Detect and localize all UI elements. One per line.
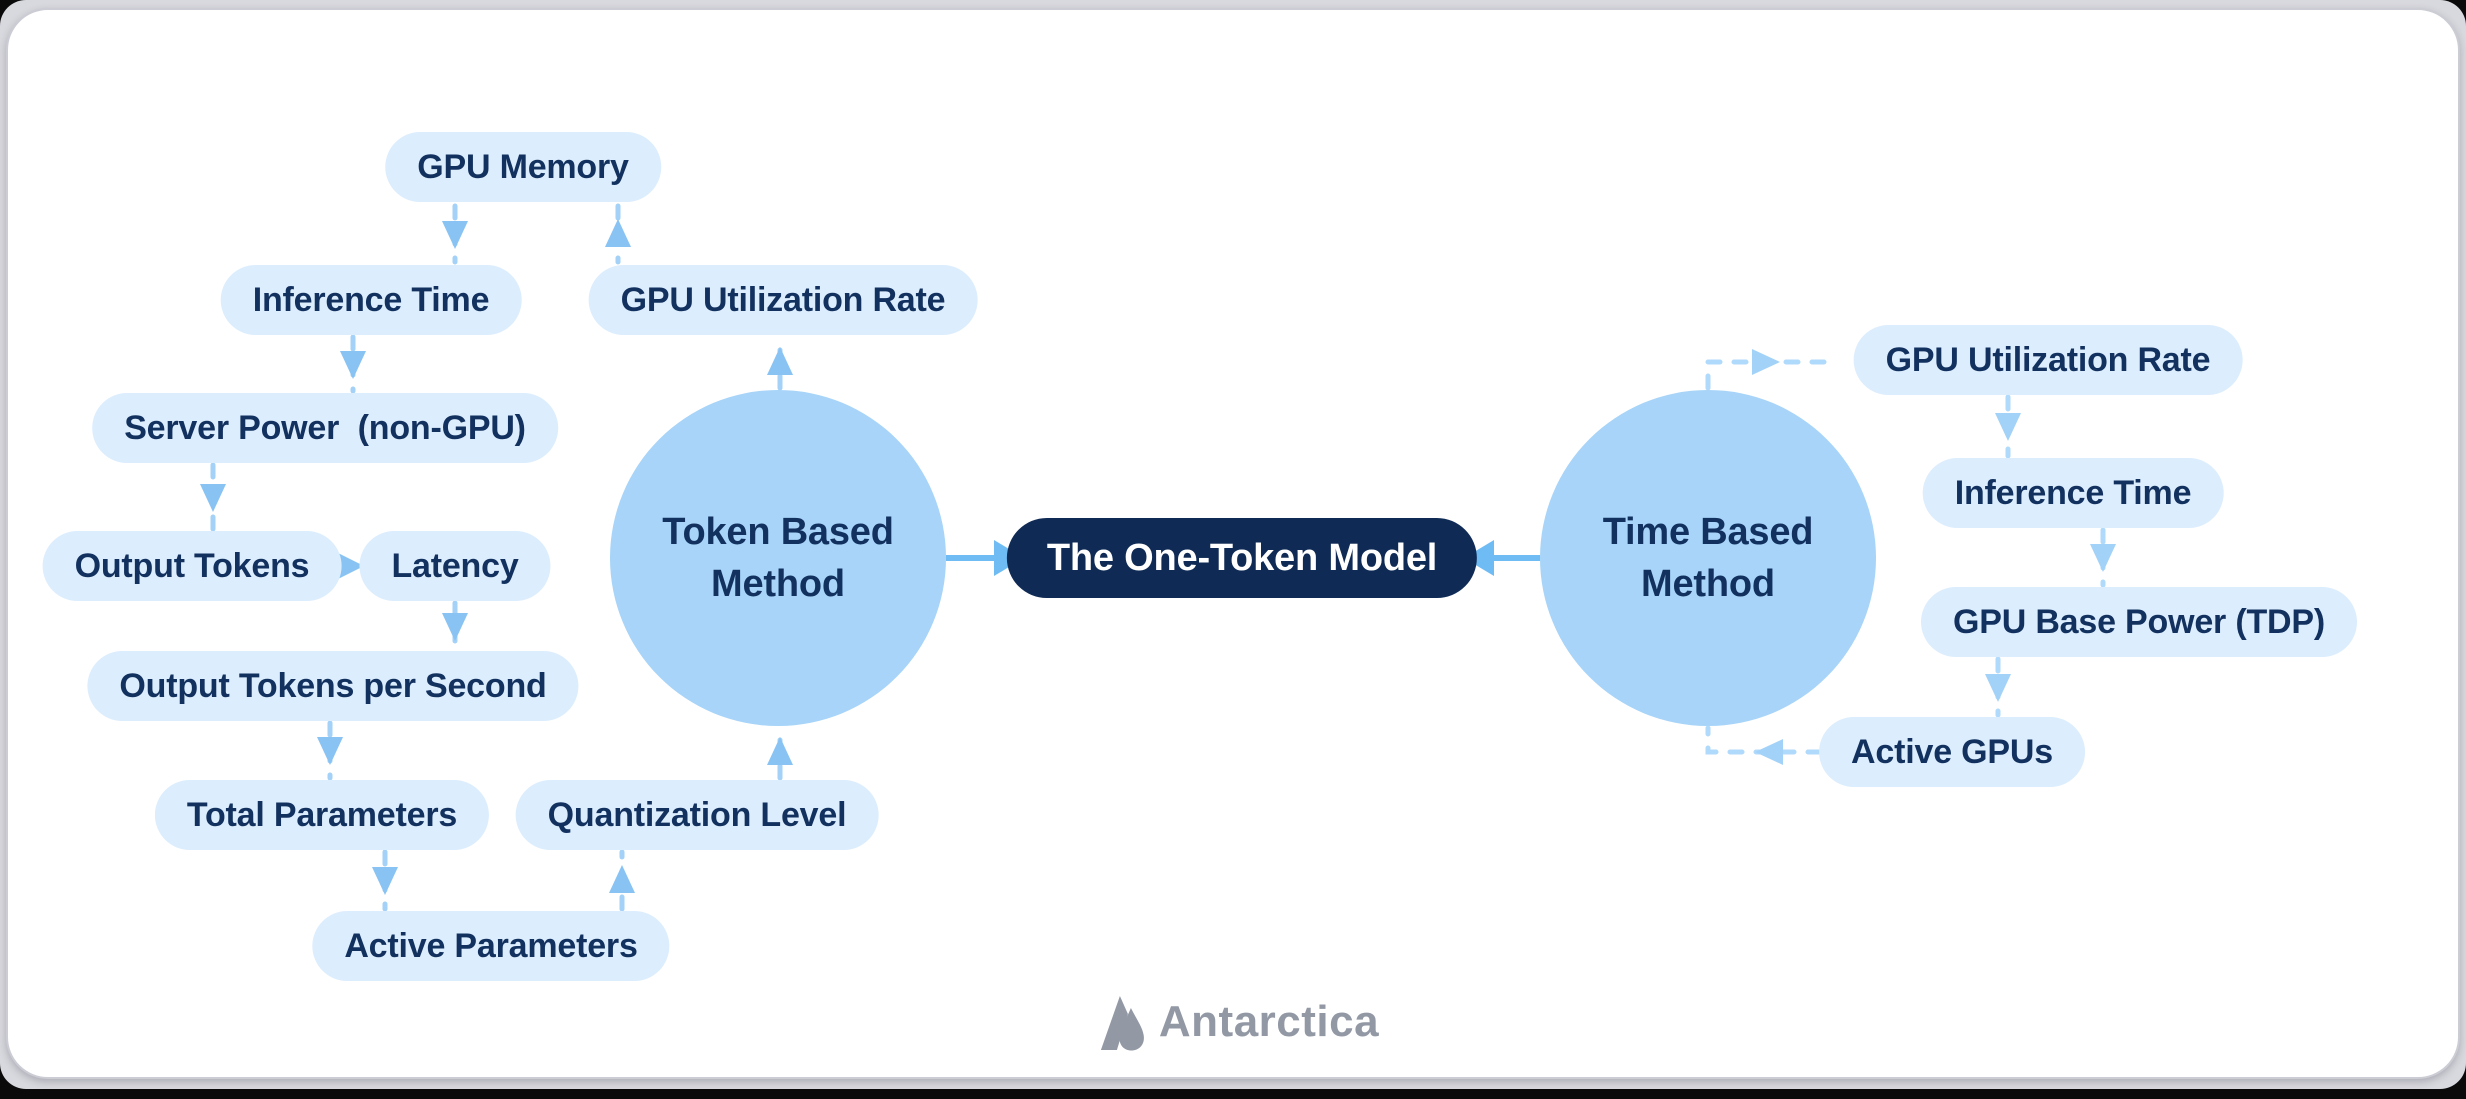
arrow-active-gpus-to-time-circle [1705,725,1823,765]
node-gpu-base-power-tdp: GPU Base Power (TDP) [1921,587,2357,657]
node-gpu-utilization-rate: GPU Utilization Rate [588,265,978,335]
arrow-quantization-level-to-token-circle [767,725,793,781]
node-gpu-utilization-rate-right: GPU Utilization Rate [1853,325,2243,395]
arrow-active-parameters-to-quantization-level [609,849,635,912]
arrow-gpu-base-power-to-active-gpus [1985,656,2011,718]
brand-logo: Antarctica [1100,992,1380,1052]
node-inference-time: Inference Time [220,265,522,335]
node-server-power-non-gpu: Server Power (non-GPU) [92,393,558,463]
arrow-output-tokens-per-second-to-total-parameters [317,720,343,781]
brand-name: Antarctica [1158,997,1380,1046]
antarctica-droplet-icon [1100,996,1144,1051]
node-active-gpus: Active GPUs [1819,717,2085,787]
node-output-tokens-per-second: Output Tokens per Second [87,651,579,721]
node-token-based-method: Token Based Method [610,390,946,726]
token-based-method-label: Token Based Method [662,510,894,605]
arrow-total-parameters-to-active-parameters [372,849,398,912]
arrow-inference-time-to-server-power [340,334,366,394]
arrow-inference-time-right-to-gpu-base-power [2090,527,2116,588]
arrow-token-circle-to-gpu-utilization-rate [767,336,793,391]
arrow-time-circle-to-gpu-utilization-rate-right [1705,349,1827,391]
node-quantization-level: Quantization Level [515,780,879,850]
node-latency: Latency [359,531,551,601]
node-output-tokens: Output Tokens [42,531,342,601]
node-one-token-model: The One-Token Model [1006,518,1478,598]
node-total-parameters: Total Parameters [154,780,490,850]
arrow-latency-to-output-tokens-per-second [442,600,468,652]
diagram-canvas: GPU Memory Inference Time GPU Utilizatio… [6,8,2460,1079]
arrow-gpu-memory-to-inference-time [442,203,468,265]
node-gpu-memory: GPU Memory [385,132,661,202]
arrow-gpu-utilization-rate-right-to-inference-time-right [1995,394,2021,459]
node-time-based-method: Time Based Method [1540,390,1876,726]
node-inference-time-right: Inference Time [1922,458,2224,528]
arrow-server-power-to-output-tokens [200,462,226,532]
arrow-gpu-utilization-rate-to-gpu-memory [605,203,631,265]
node-active-parameters: Active Parameters [312,911,670,981]
time-based-method-label: Time Based Method [1602,510,1814,605]
